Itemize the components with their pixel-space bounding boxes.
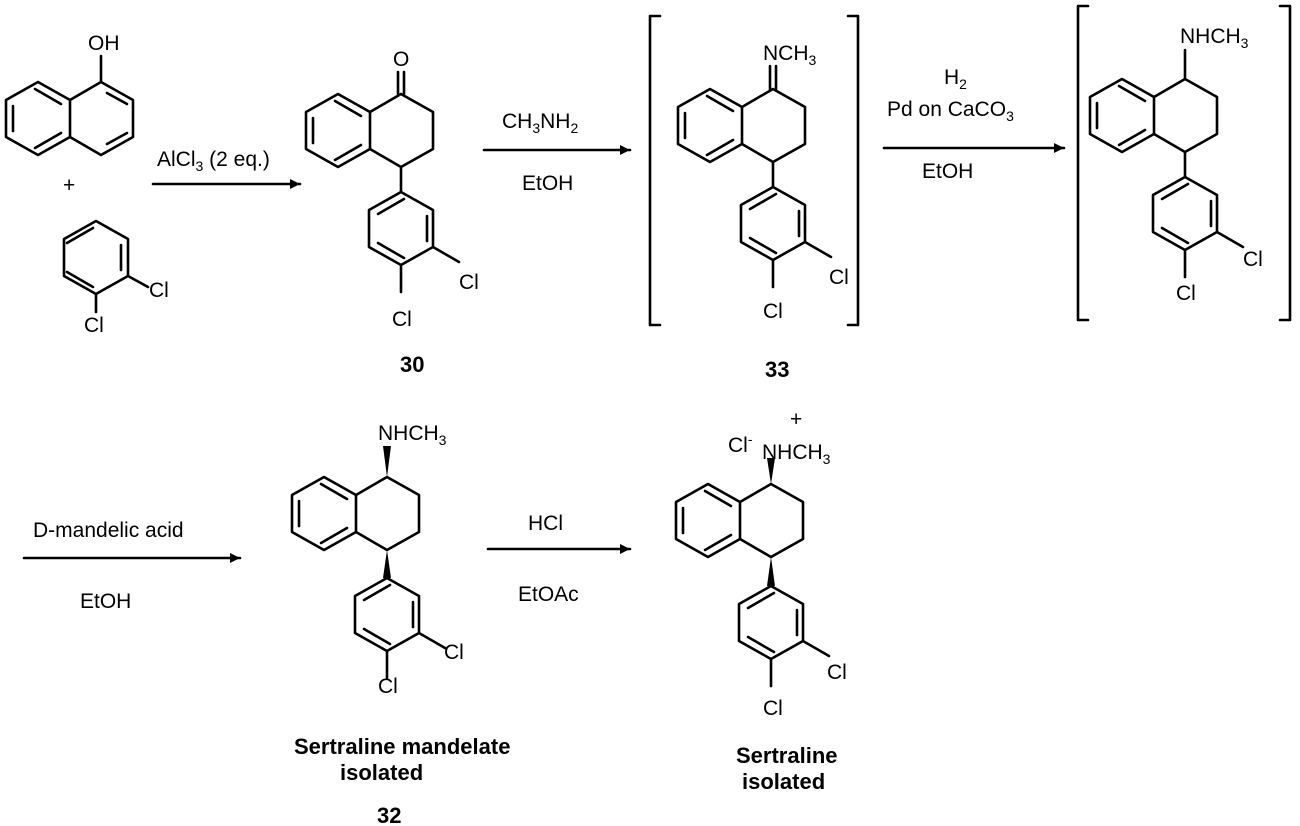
reaction-arrow-3: H2 Pd on CaCO3 EtOH [882, 66, 1066, 183]
reaction-arrow-4: D-mandelic acid EtOH [22, 519, 242, 613]
chloro-label-1: Cl [1243, 248, 1263, 271]
reagent-mandelic-acid: D-mandelic acid [33, 519, 184, 542]
chloro-label-2: Cl [763, 300, 783, 323]
reactant-naphthol: OH [4, 32, 135, 157]
chloro-label-1: Cl [829, 266, 849, 289]
chloride-counterion: Cl- [728, 431, 753, 457]
positive-charge: + [790, 408, 802, 431]
chloro-label-1: Cl [459, 271, 479, 294]
amine-label: NHCH3 [378, 422, 447, 448]
compound-name-line-2: isolated [340, 760, 423, 785]
chloro-label-2: Cl [1176, 282, 1196, 305]
reagent-methylamine: CH3NH2 [502, 110, 578, 136]
solvent-ethanol: EtOH [922, 160, 973, 183]
imine-label: NCH3 [763, 42, 817, 68]
compound-33: NCH3 Cl Cl 33 [648, 14, 860, 382]
hydroxyl-label: OH [88, 32, 120, 55]
chloro-label-2: Cl [763, 697, 783, 720]
compound-name-line-1: Sertraline [736, 743, 838, 768]
compound-number: 32 [377, 803, 401, 826]
reaction-arrow-1: AlCl3 (2 eq.) [151, 148, 302, 189]
compound-name-line-2: isolated [742, 769, 825, 794]
solvent-ethanol: EtOH [522, 172, 573, 195]
compound-number: 30 [400, 352, 424, 377]
amine-label: NHCH3 [762, 441, 831, 467]
reagent-hcl: HCl [528, 512, 563, 535]
chloro-label-2: Cl [392, 308, 412, 331]
reagent-hydrogen: H2 [944, 66, 967, 92]
reagent-alcl3: AlCl3 (2 eq.) [157, 148, 270, 174]
compound-number: 33 [765, 357, 789, 382]
chloro-label-2: Cl [378, 675, 398, 698]
reactant-dichlorobenzene: Cl Cl [62, 219, 169, 337]
sertraline-hydrochloride: + Cl- NHCH3 Cl Cl Sertraline isolated [674, 408, 847, 794]
compound-30: O Cl Cl 30 [304, 48, 479, 377]
chloro-label-1: Cl [444, 641, 464, 664]
chloro-label-1: Cl [149, 279, 169, 302]
reagent-pd-caco3: Pd on CaCO3 [887, 98, 1014, 124]
amine-label: NHCH3 [1180, 25, 1249, 51]
solvent-ethanol: EtOH [80, 590, 131, 613]
compound-name-line-1: Sertraline mandelate [294, 734, 510, 759]
chloro-label-2: Cl [84, 314, 104, 337]
reaction-arrow-5: HCl EtOAc [486, 512, 632, 606]
chloro-label-1: Cl [827, 661, 847, 684]
reaction-arrow-2: CH3NH2 EtOH [482, 110, 632, 195]
solvent-ethyl-acetate: EtOAc [518, 583, 579, 606]
carbonyl-oxygen: O [393, 48, 409, 71]
amine-intermediate: NHCH3 Cl Cl [1076, 4, 1292, 322]
compound-32: NHCH3 Cl Cl Sertraline mandelate isolate… [290, 422, 510, 826]
plus-sign: + [63, 174, 75, 197]
